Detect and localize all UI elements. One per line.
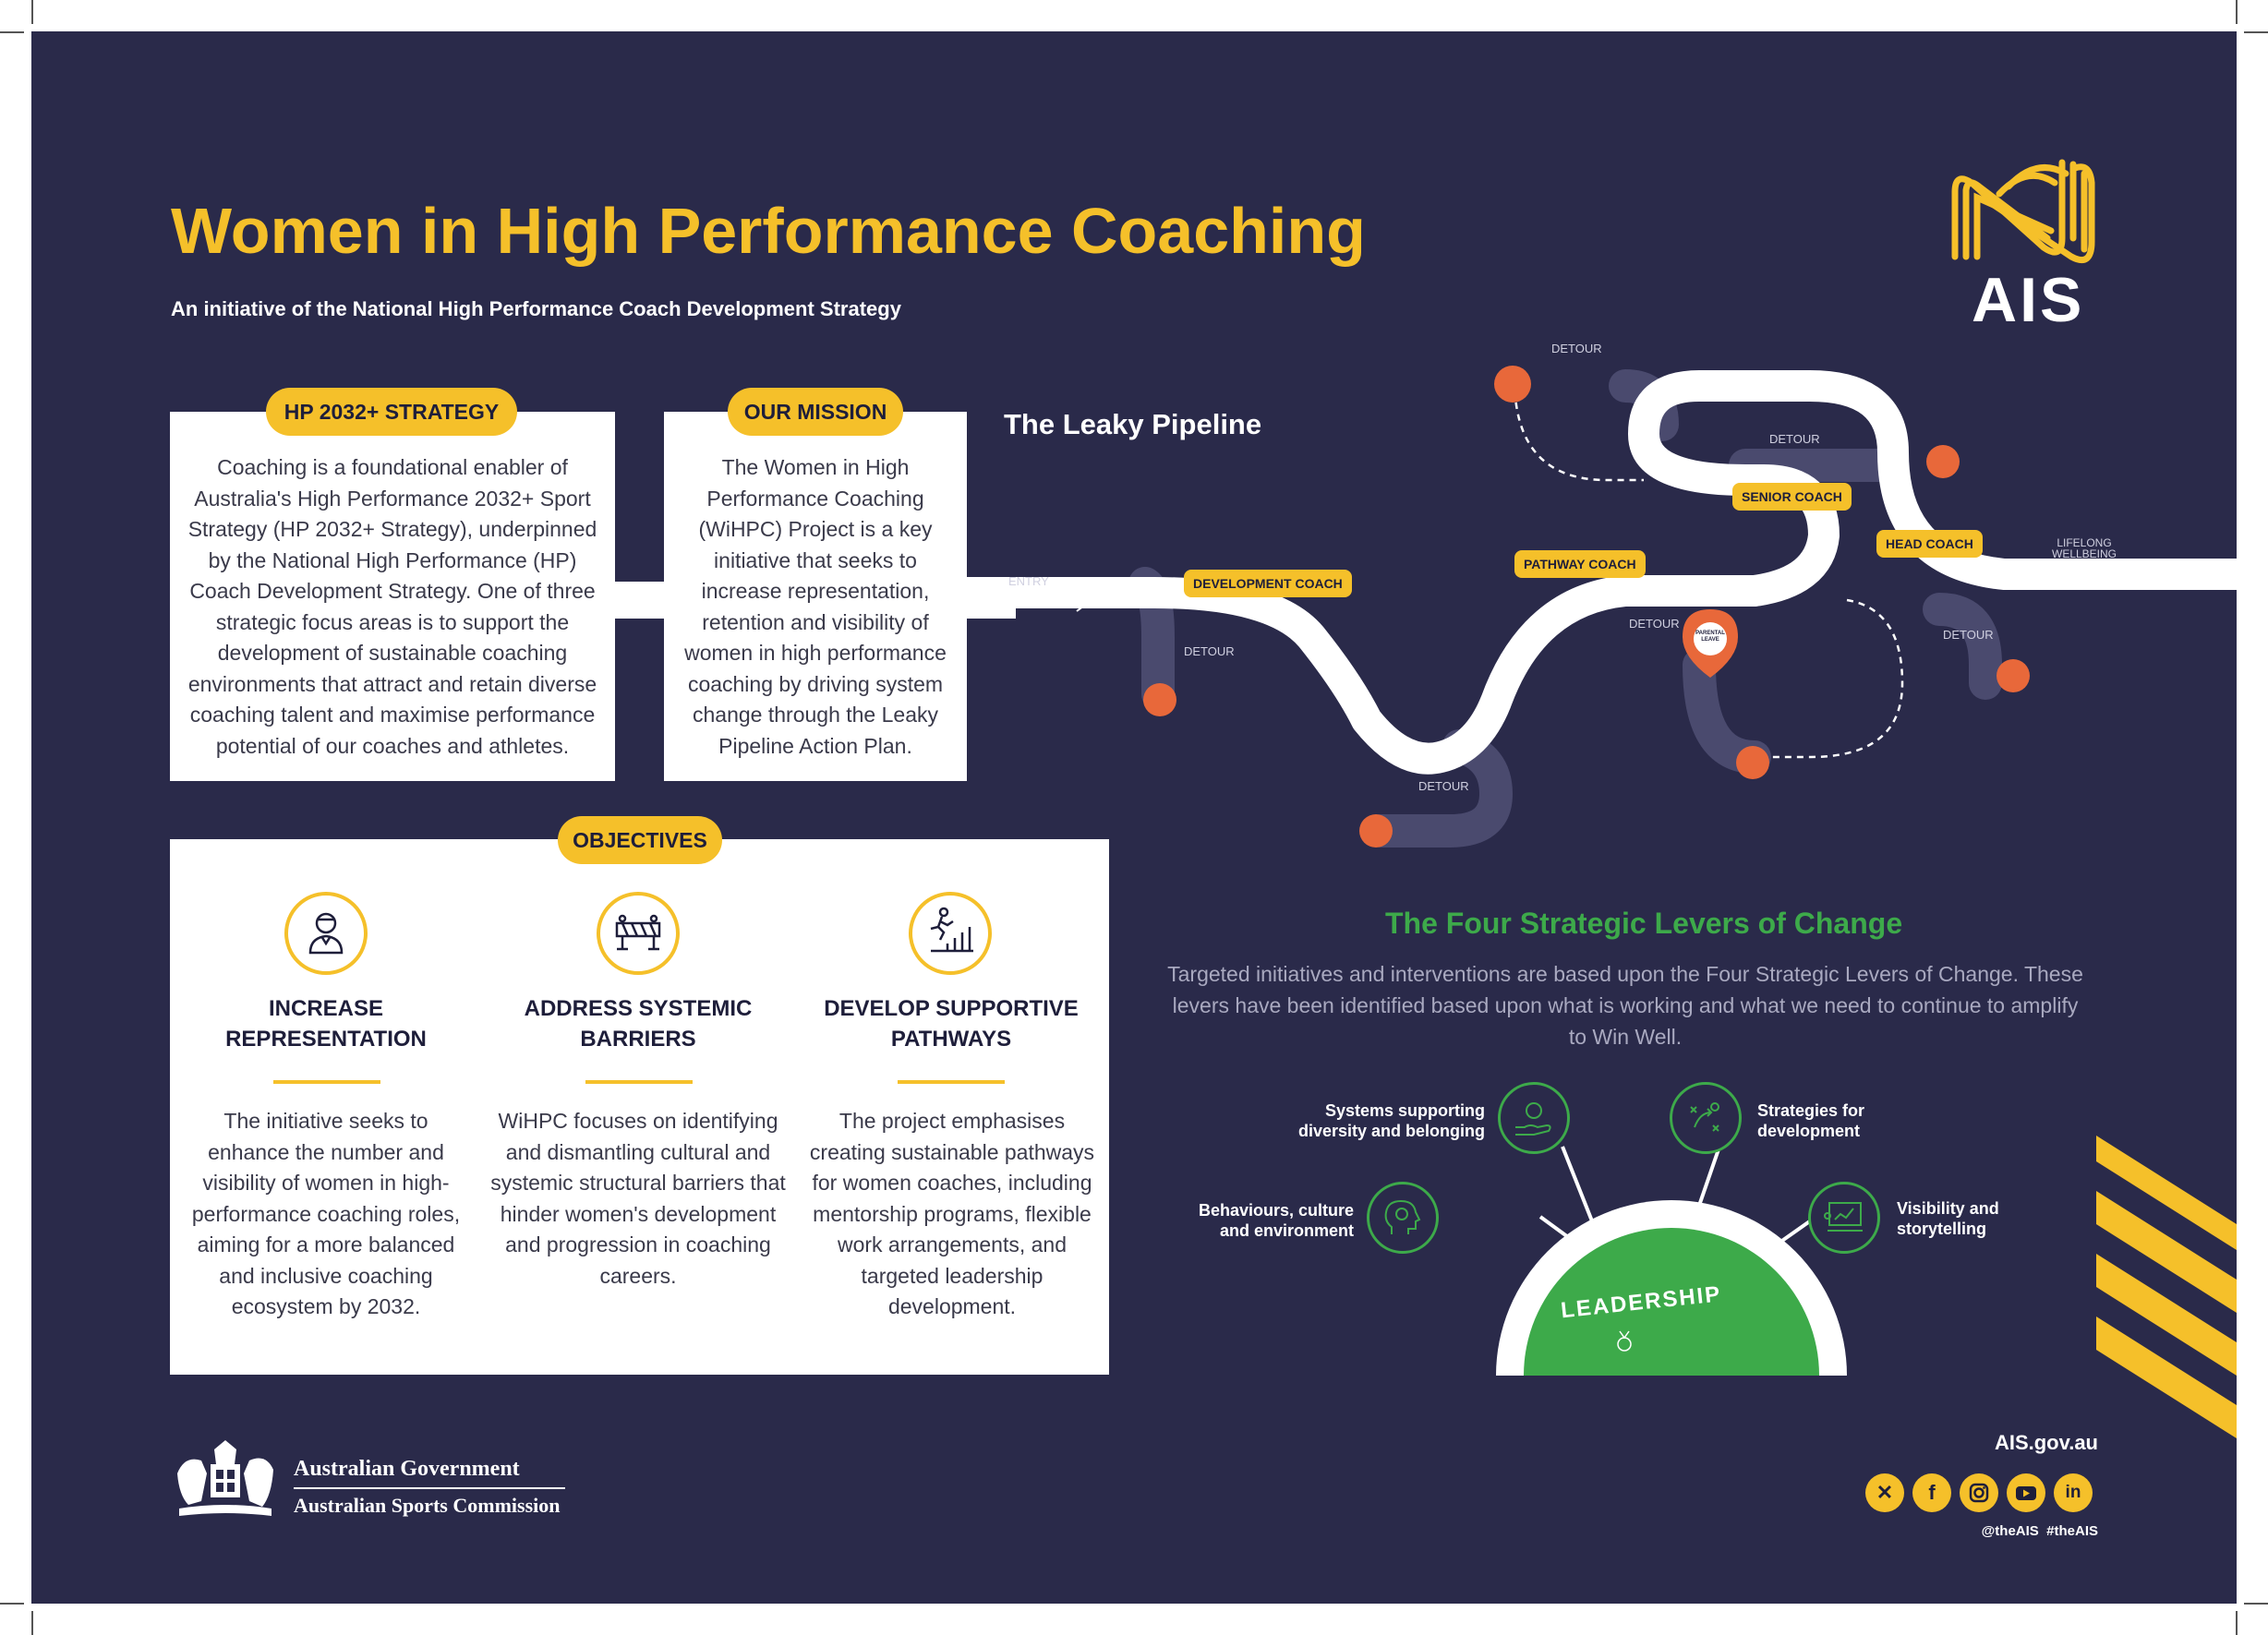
levers-diagram <box>1496 1146 1847 1376</box>
crop-mark <box>2236 0 2238 24</box>
decorative-stripes <box>2096 1136 2237 1438</box>
objective-body: WiHPC focuses on identifying and dismant… <box>490 1109 786 1288</box>
panel-connector <box>609 582 665 619</box>
gov-line-1: Australian Government <box>294 1457 520 1481</box>
strategy-pill: HP 2032+ STRATEGY <box>266 388 517 436</box>
objective-divider <box>273 1080 380 1084</box>
detour-label: DETOUR <box>1769 432 1820 446</box>
levers-description: Targeted initiatives and interventions a… <box>1167 962 2083 1049</box>
crop-mark <box>31 0 33 24</box>
coach-person-icon <box>284 892 368 975</box>
crop-mark <box>0 31 24 33</box>
objective-divider <box>585 1080 693 1084</box>
objective-body: The initiative seeks to enhance the numb… <box>191 1109 461 1318</box>
detour-label: DETOUR <box>1551 342 1602 355</box>
linkedin-icon[interactable]: in <box>2054 1473 2093 1512</box>
objectives-pill: OBJECTIVES <box>558 816 722 864</box>
objective-title: ADDRESS SYSTEMIC BARRIERS <box>524 996 753 1052</box>
objective-title: DEVELOP SUPPORTIVE PATHWAYS <box>824 996 1079 1052</box>
crop-mark <box>2236 1611 2238 1635</box>
social-handles: @theAIS #theAIS <box>1981 1523 2098 1539</box>
pipeline-entry-label: ENTRY <box>1008 574 1049 588</box>
ais-logo-mark-icon <box>1951 159 2095 263</box>
lever-label: Systems supporting diversity and belongi… <box>1297 1101 1485 1140</box>
presentation-icon <box>1808 1182 1880 1254</box>
barrier-icon <box>597 892 680 975</box>
brain-head-icon <box>1367 1182 1439 1254</box>
pipeline-diagram <box>960 366 2237 848</box>
mission-body: The Women in High Performance Coaching (… <box>684 455 947 758</box>
lever-label: Strategies for development <box>1757 1101 1865 1140</box>
youtube-icon[interactable] <box>2007 1473 2045 1512</box>
website-link[interactable]: AIS.gov.au <box>1994 1431 2098 1454</box>
stage-tag-pathway-coach: PATHWAY COACH <box>1514 550 1646 578</box>
lever-label: Visibility and storytelling <box>1897 1199 1999 1238</box>
stage-tag-senior-coach: SENIOR COACH <box>1732 483 1852 511</box>
x-icon[interactable]: ✕ <box>1865 1473 1904 1512</box>
page-subtitle: An initiative of the National High Perfo… <box>171 297 901 320</box>
lever-label: Behaviours, culture and environment <box>1198 1201 1354 1240</box>
detour-label: DETOUR <box>1943 628 1994 642</box>
detour-label: DETOUR <box>1629 617 1680 631</box>
crop-mark <box>31 1611 33 1635</box>
facebook-icon[interactable]: f <box>1912 1473 1951 1512</box>
stage-tag-development-coach: DEVELOPMENT COACH <box>1184 570 1352 597</box>
play-strategy-icon <box>1670 1082 1742 1154</box>
crop-mark <box>0 1603 24 1605</box>
government-crest-icon <box>170 1437 281 1521</box>
crop-mark <box>2244 1603 2268 1605</box>
mission-pill: OUR MISSION <box>728 388 903 436</box>
pipeline-title: The Leaky Pipeline <box>1004 408 1262 440</box>
page-title: Women in High Performance Coaching <box>171 195 1366 267</box>
stage-tag-head-coach: HEAD COACH <box>1876 530 1983 558</box>
detour-label: DETOUR <box>1418 779 1469 793</box>
strategy-body: Coaching is a foundational enabler of Au… <box>187 455 597 758</box>
strategy-panel <box>170 412 615 781</box>
pipeline-exit-label: LIFELONG WELLBEING <box>2052 536 2117 560</box>
growth-runner-icon <box>909 892 992 975</box>
objective-title: INCREASE REPRESENTATION <box>225 996 427 1052</box>
detour-label: DETOUR <box>1184 644 1235 658</box>
ais-logo-text: AIS <box>1972 265 2085 335</box>
ais-logo: AIS <box>1944 146 2110 335</box>
instagram-icon[interactable] <box>1960 1473 1998 1512</box>
hand-coin-icon <box>1498 1082 1570 1154</box>
medal-icon <box>1612 1329 1636 1353</box>
objective-divider <box>898 1080 1005 1084</box>
gov-line-2: Australian Sports Commission <box>294 1494 561 1517</box>
crop-mark <box>2244 31 2268 33</box>
levers-title: The Four Strategic Levers of Change <box>1385 907 1903 940</box>
mission-panel <box>664 412 967 781</box>
objective-body: The project emphasises creating sustaina… <box>809 1109 1095 1318</box>
parental-leave-label: PARENTAL LEAVE <box>1695 631 1725 643</box>
gov-divider <box>294 1487 565 1489</box>
